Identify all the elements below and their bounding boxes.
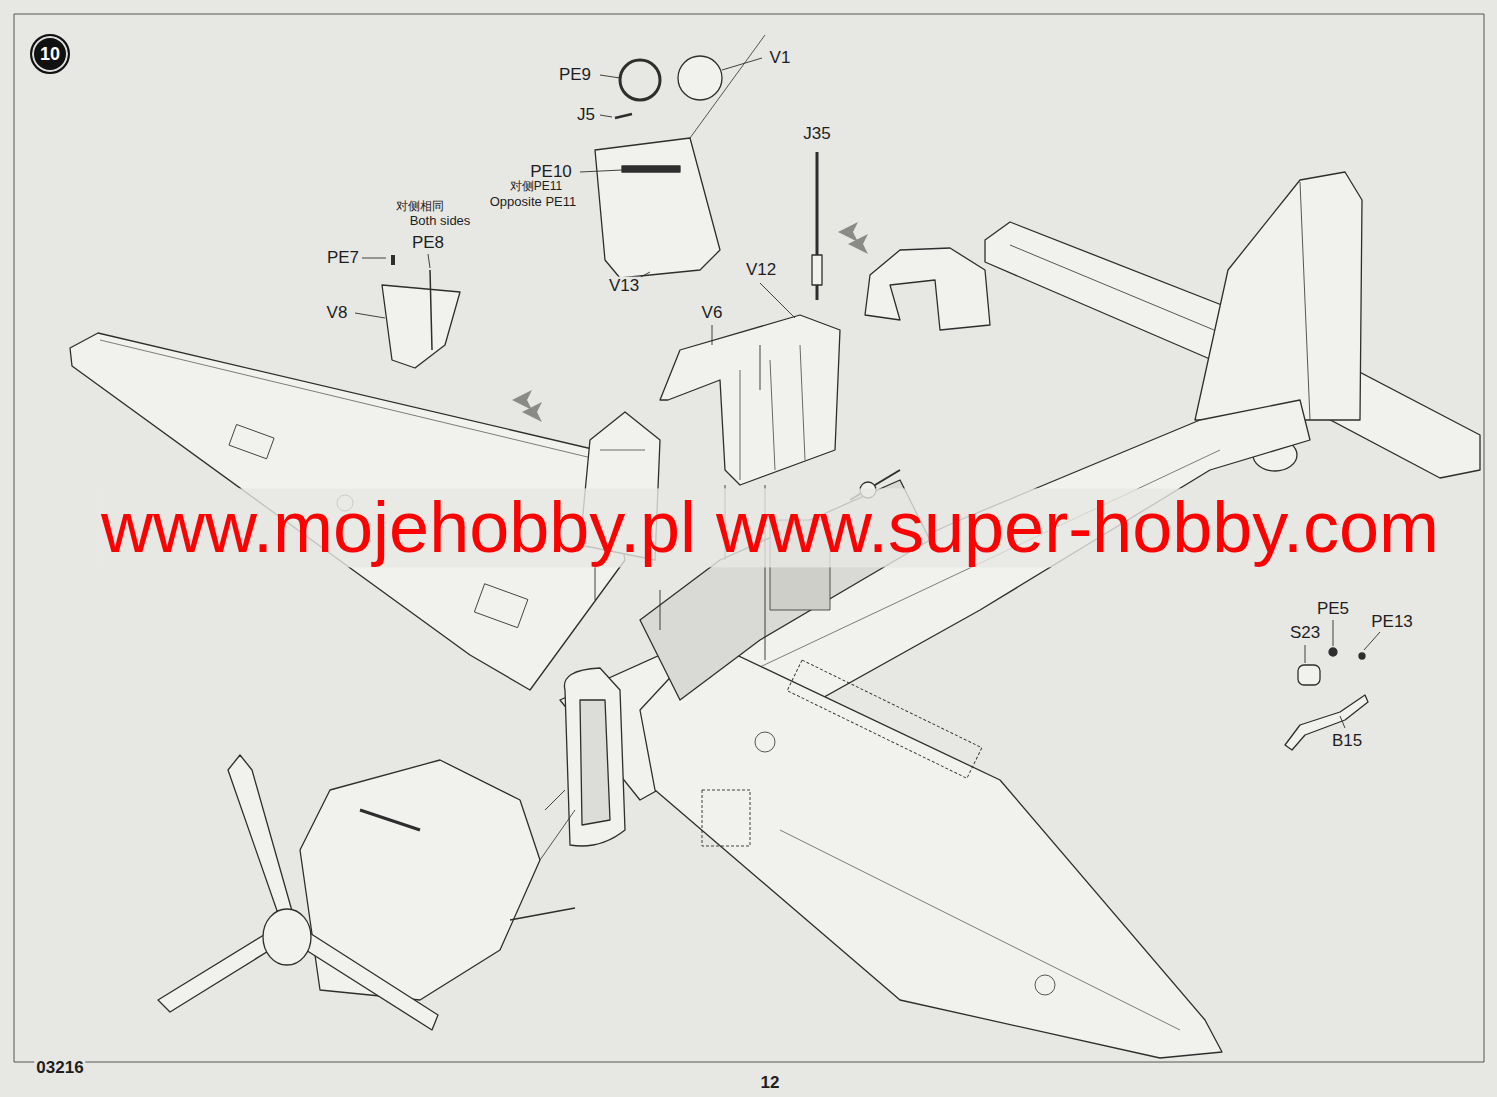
part-number: S23	[1288, 624, 1322, 643]
part-number: PE10	[528, 163, 574, 182]
step-number: 10	[30, 34, 70, 74]
assembly-note: 对侧相同	[394, 200, 446, 213]
part-number: PE9	[557, 66, 593, 85]
watermark: www.mojehobby.pl www.super-hobby.com	[99, 488, 1441, 567]
assembly-note: Both sides	[408, 214, 473, 228]
part-number: V6	[700, 304, 725, 323]
page-number: 12	[759, 1074, 782, 1093]
part-number: V13	[607, 277, 641, 296]
part-number: J35	[801, 125, 832, 144]
part-number: V8	[325, 304, 350, 323]
part-number: PE13	[1369, 613, 1415, 632]
part-number: PE7	[325, 249, 361, 268]
part-number: PE8	[410, 234, 446, 253]
part-number: PE5	[1315, 600, 1351, 619]
step-number-text: 10	[40, 44, 60, 65]
part-number: B15	[1330, 732, 1364, 751]
assembly-note: 对侧PE11	[508, 180, 564, 193]
part-number: V12	[744, 261, 778, 280]
part-number: V1	[768, 49, 793, 68]
part-number: J5	[575, 106, 597, 125]
assembly-note: Opposite PE11	[488, 195, 578, 209]
page-number: 03216	[34, 1059, 85, 1078]
